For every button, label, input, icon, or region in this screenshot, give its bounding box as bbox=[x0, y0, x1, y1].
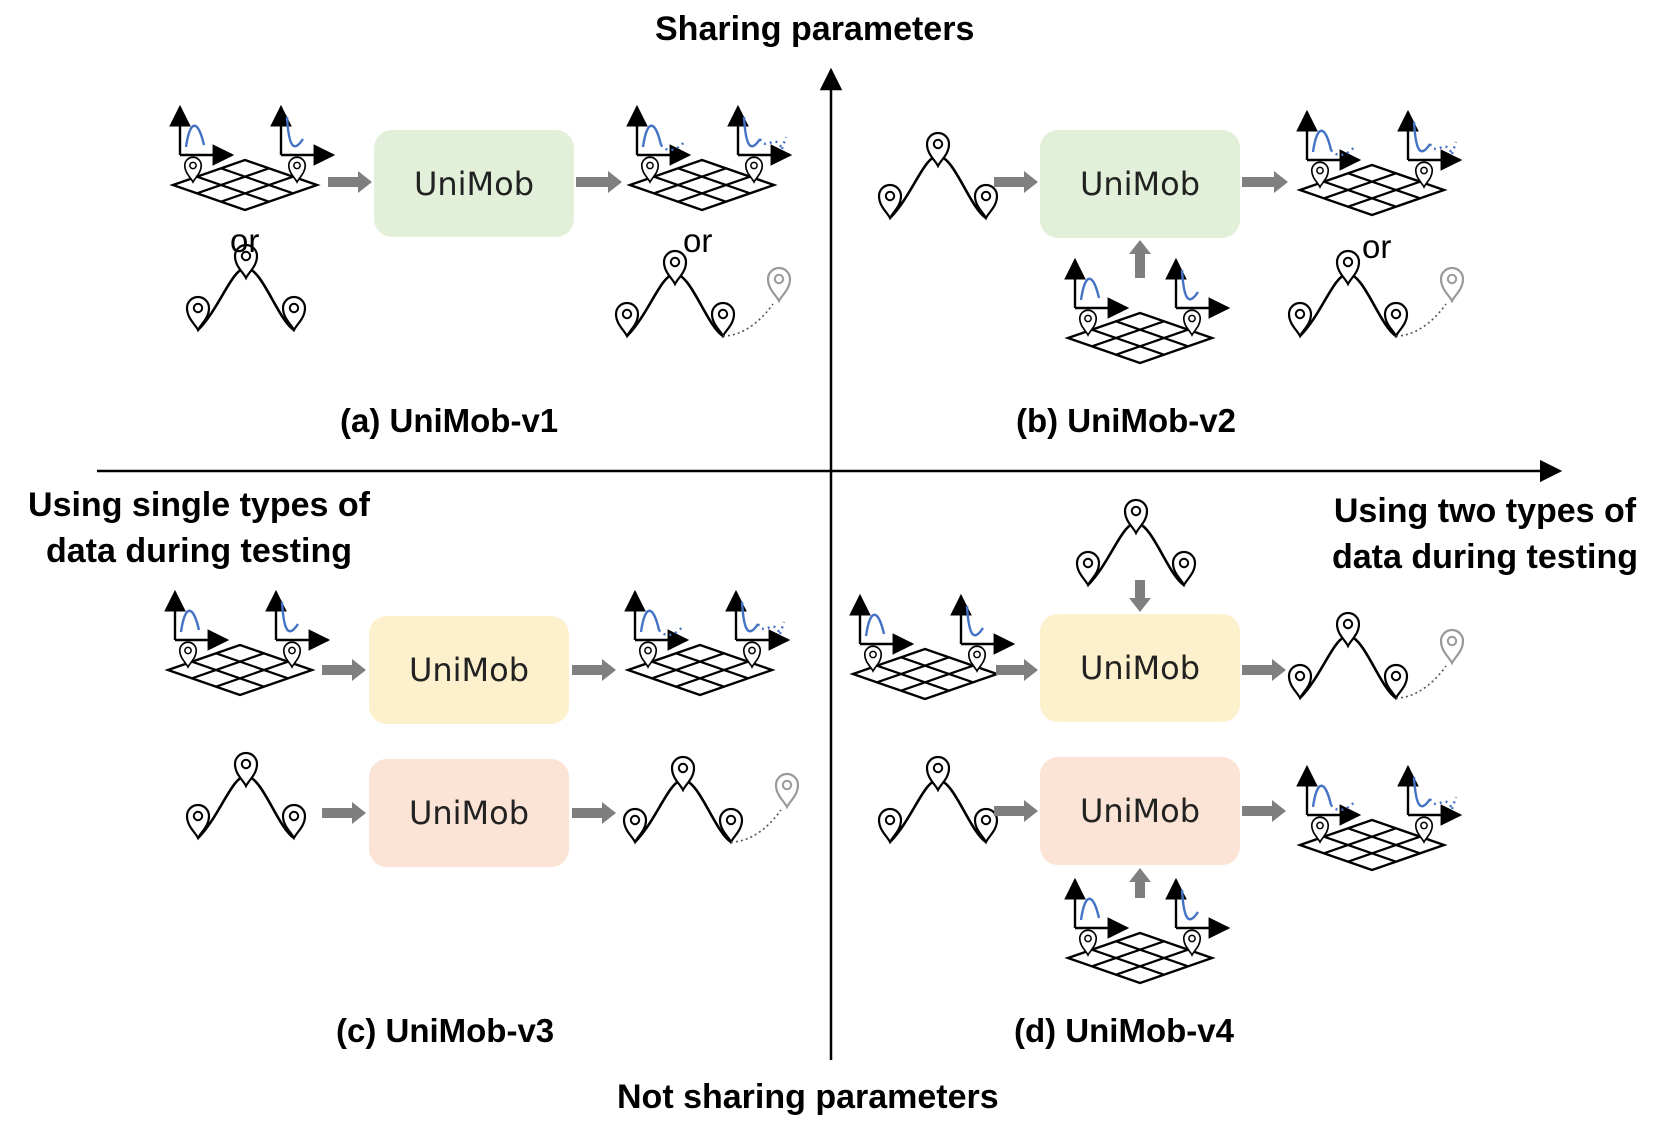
arrow-d-bottom-out bbox=[1242, 800, 1286, 822]
axis-label-top: Sharing parameters bbox=[655, 10, 975, 48]
arrow-b-cond bbox=[1129, 240, 1151, 278]
unimob-box-d-bottom: UniMob bbox=[1040, 757, 1240, 865]
arrow-b-in bbox=[994, 171, 1038, 193]
axis-label-left-line2: data during testing bbox=[46, 532, 352, 570]
grid-output-b bbox=[1296, 109, 1463, 217]
axis-label-left: Using single types of data during testin… bbox=[4, 482, 394, 574]
arrow-b-out bbox=[1242, 171, 1288, 193]
arrow-c-bottom-in bbox=[322, 802, 366, 824]
grid-condition-d bbox=[1064, 877, 1231, 985]
or-label-a-input: or bbox=[230, 222, 260, 259]
arrow-c-top-out bbox=[572, 659, 616, 681]
trajectory-output-d bbox=[1287, 611, 1465, 701]
unimob-box-b: UniMob bbox=[1040, 130, 1240, 238]
model-label: UniMob bbox=[408, 794, 530, 832]
trajectory-output-c bbox=[622, 755, 800, 845]
arrow-d-cond-bottom bbox=[1129, 868, 1151, 898]
unimob-box-c-top: UniMob bbox=[369, 616, 569, 724]
trajectory-input-a bbox=[185, 243, 307, 333]
arrow-a-out bbox=[576, 171, 622, 193]
unimob-box-c-bottom: UniMob bbox=[369, 759, 569, 867]
arrow-d-bottom-in bbox=[994, 800, 1038, 822]
arrow-d-top-in bbox=[996, 659, 1038, 681]
trajectory-output-a bbox=[614, 249, 792, 339]
trajectory-input-c bbox=[185, 751, 307, 841]
caption-a: (a) UniMob-v1 bbox=[340, 402, 559, 439]
grid-condition-b bbox=[1064, 257, 1231, 365]
caption-d: (d) UniMob-v4 bbox=[1014, 1012, 1234, 1049]
arrow-a-in bbox=[328, 171, 372, 193]
unimob-box-a: UniMob bbox=[374, 130, 574, 237]
trajectory-condition-d bbox=[1075, 498, 1197, 588]
axis-label-right-line2: data during testing bbox=[1332, 538, 1638, 576]
grid-output-d bbox=[1296, 764, 1463, 872]
caption-c: (c) UniMob-v3 bbox=[336, 1012, 555, 1049]
model-label: UniMob bbox=[1079, 649, 1201, 687]
trajectory-input-b bbox=[877, 131, 999, 221]
axis-label-left-line1: Using single types of bbox=[28, 486, 370, 524]
trajectory-output-b bbox=[1287, 249, 1465, 339]
axis-label-bottom: Not sharing parameters bbox=[617, 1078, 999, 1116]
model-label: UniMob bbox=[1079, 792, 1201, 830]
model-label: UniMob bbox=[413, 164, 535, 203]
trajectory-input-d bbox=[877, 755, 999, 845]
model-label: UniMob bbox=[408, 651, 530, 689]
or-label-b-output: or bbox=[1362, 228, 1392, 265]
grid-input-c bbox=[164, 589, 331, 697]
arrow-c-top-in bbox=[322, 659, 366, 681]
grid-input-d bbox=[849, 593, 1016, 701]
or-label-a-output: or bbox=[683, 222, 713, 259]
arrow-d-top-out bbox=[1242, 659, 1286, 681]
axis-label-right-line1: Using two types of bbox=[1333, 492, 1637, 530]
arrow-d-cond-top bbox=[1129, 580, 1151, 612]
grid-output-a bbox=[626, 104, 793, 212]
unimob-box-d-top: UniMob bbox=[1040, 614, 1240, 722]
grid-input-a bbox=[169, 104, 336, 212]
arrow-c-bottom-out bbox=[572, 802, 616, 824]
axis-label-right: Using two types of data during testing bbox=[1310, 488, 1660, 580]
grid-output-c bbox=[624, 589, 791, 697]
caption-b: (b) UniMob-v2 bbox=[1016, 402, 1236, 439]
model-label: UniMob bbox=[1079, 165, 1201, 203]
